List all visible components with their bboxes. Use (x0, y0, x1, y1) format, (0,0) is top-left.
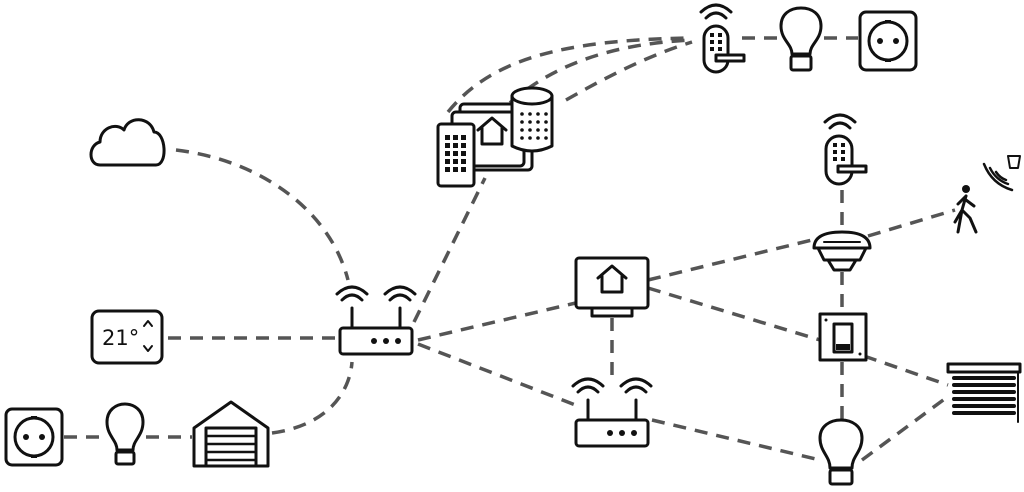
light-switch-icon (818, 312, 868, 362)
link-router-hub (412, 177, 487, 323)
link-hub-lock-3 (565, 40, 693, 102)
light-bulb-icon (105, 402, 145, 466)
link-garage-router (271, 361, 354, 435)
router-icon (335, 285, 417, 356)
link-panel-switch (647, 286, 821, 342)
light-bulb-icon (779, 6, 823, 72)
link-bulb-blinds (860, 393, 952, 462)
thermostat-temperature: 21° (102, 326, 139, 350)
power-outlet-icon (858, 10, 918, 72)
link-router2-bulb (651, 418, 821, 462)
wall-panel-icon (574, 256, 650, 318)
smoke-detector-icon (812, 230, 872, 272)
garage-icon (192, 400, 270, 468)
router-icon (571, 377, 653, 448)
link-panel-smoke (647, 238, 813, 282)
power-outlet-icon (4, 407, 64, 467)
link-hub-lock-1 (446, 36, 691, 114)
link-switch-blinds (863, 354, 949, 387)
person-motion-icon (953, 155, 1021, 234)
link-router-router2 (417, 342, 579, 408)
smart-lock-icon (699, 3, 746, 74)
chevron-up-icon (143, 320, 153, 327)
smart-lock-icon (823, 113, 868, 186)
chevron-down-icon (143, 345, 153, 352)
light-bulb-icon (818, 418, 864, 486)
thermostat-icon: 21° (90, 309, 164, 365)
window-blinds-icon (946, 362, 1022, 423)
hub-devices-icon (436, 86, 554, 188)
link-router-panel (417, 300, 581, 342)
cloud-icon (89, 118, 166, 167)
link-cloud-router (175, 148, 350, 281)
link-smoke-person (867, 208, 956, 238)
